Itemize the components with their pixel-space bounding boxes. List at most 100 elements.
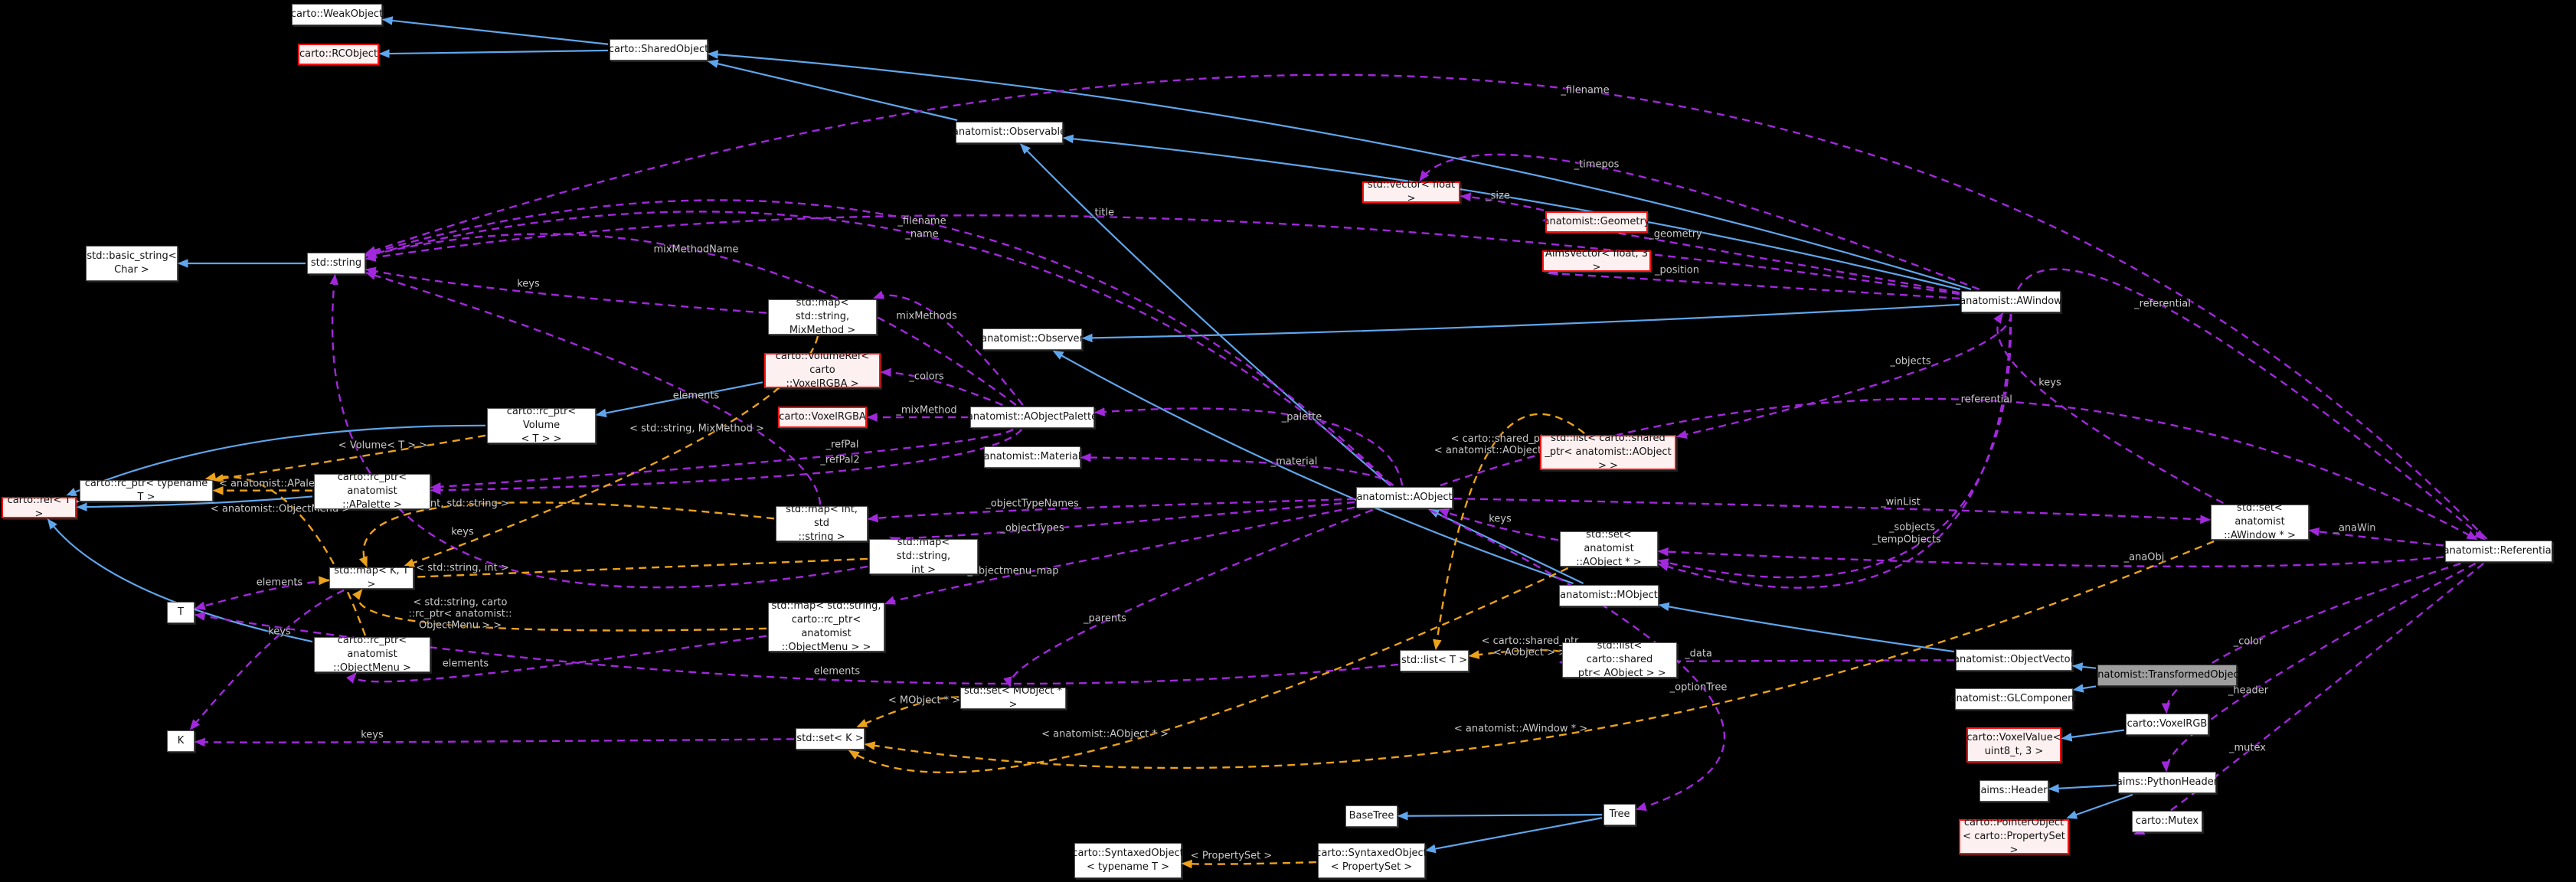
class-node-aimsvector[interactable]: AimsVector< float, 3 > [1542,248,1651,273]
edge-transformedobject-to-objectvector [2071,662,2097,671]
edge-mapintstring-to-stdstring [364,271,822,505]
edge-aobjectpalette-to-mapmix [872,290,1024,406]
edge-awindow-to-observer [1081,303,1960,343]
class-node-voxelrgba[interactable]: carto::VoxelRGBA [778,407,867,428]
edge-rcptrobjectmenu-to-rcptrt [204,472,367,636]
class-node-tnode[interactable]: T [167,602,195,623]
class-node-knode[interactable]: K [167,730,195,752]
class-node-listsharedanat[interactable]: std::list< carto::shared _ptr< anatomist… [1540,433,1676,472]
class-node-basicstring[interactable]: std::basic_string< Char > [86,246,178,281]
edge-aobjectpalette-to-rcptrapalette [430,428,1014,492]
edge-awindow-to-geometry [1541,216,1960,294]
class-node-mapintstring[interactable]: std::map< int, std ::string > [776,504,868,543]
edge-aobject-to-setmobject [1003,508,1373,688]
edge-aobject-to-setawindow [1453,498,2212,524]
edge-referential-to-voxelrgb [2161,562,2461,714]
edge-rcptrvolume-to-rcptrt [212,434,486,483]
edge-mapobjectmenu-to-mapkt [352,589,767,632]
class-node-aimsheader[interactable]: aims::Header [1979,780,2048,802]
edge-tree-to-basetree [1397,811,1603,821]
class-node-mobject[interactable]: anatomist::MObject [1559,585,1659,606]
class-node-rcptrobjectmenu[interactable]: carto::rc_ptr< anatomist ::ObjectMenu > [314,635,430,674]
class-node-volumeref[interactable]: carto::VolumeRef< carto ::VoxelRGBA > [764,351,881,390]
class-node-weakobject[interactable]: carto::WeakObject [291,4,383,25]
class-node-referential[interactable]: anatomist::Referential [2444,541,2554,562]
edge-rcptrvolume-to-refT [65,424,486,497]
class-node-glcomponent[interactable]: anatomist::GLComponent [1950,688,2077,710]
class-node-observer[interactable]: anatomist::Observer [981,328,1084,350]
edge-aobject-to-stdstring [364,199,1393,486]
class-node-pointerobject[interactable]: carto::PointerObject < carto::PropertySe… [1959,817,2069,856]
class-node-observable[interactable]: anatomist::Observable [953,122,1066,143]
class-node-aobject[interactable]: anatomist::AObject [1356,487,1453,508]
class-node-material[interactable]: anatomist::Material [984,446,1080,468]
edge-referential-to-setaobject [1657,547,2444,568]
edge-awindow-to-vectorfloat [1419,153,1980,291]
edge-aobjectpalette-to-stdstring [364,233,1017,406]
edge-aobject-to-mapstringint [889,501,1355,546]
edge-setawindow-to-setk [864,540,2215,769]
edge-voxelrgb-to-voxelvalue [2061,729,2125,742]
class-node-setaobject[interactable]: std::set< anatomist ::AObject * > [1560,529,1658,568]
class-node-voxelvalue[interactable]: carto::VoxelValue< uint8_t, 3 > [1966,727,2061,763]
edge-volumeref-to-rcptrvolume [595,381,763,418]
edge-awindow-to-aimsvector [1547,266,1960,300]
edge-aobjectpalette-to-volumeref [880,368,1003,407]
edge-referential-to-setawindow [2308,527,2444,547]
class-node-objectvector[interactable]: anatomist::ObjectVector [1953,649,2074,671]
class-node-refT[interactable]: carto::ref< T > [2,495,77,520]
edge-sharedobject-to-rcobject [378,49,609,58]
edge-setk-to-knode [194,737,795,747]
class-node-setmobject[interactable]: std::set< MObject * > [960,685,1066,710]
edge-awindow-to-listsharedanat [1675,313,2012,439]
edge-listsharedanat-to-listt [1433,413,1585,651]
class-node-syntaxedt[interactable]: carto::SyntaxedObject < typename T > [1072,843,1184,878]
class-node-aobjectpalette[interactable]: anatomist::AObjectPalette [967,407,1097,428]
class-node-vectorfloat[interactable]: std::vector< float > [1362,179,1460,204]
class-node-stdstring[interactable]: std::string [307,253,365,274]
edge-aobject-to-stdstring [364,211,1392,486]
class-node-awindow[interactable]: anatomist::AWindow [1960,291,2062,312]
class-node-transformedobject[interactable]: anatomist::TransformedObject [2091,665,2243,686]
edge-aobject-to-tree [1429,508,1726,812]
class-node-syntaxedps[interactable]: carto::SyntaxedObject < PropertySet > [1316,843,1427,878]
edge-awindow-to-referential [2016,268,2486,541]
class-node-basetree[interactable]: BaseTree [1345,805,1398,827]
edge-tree-to-syntaxedps [1424,817,1603,854]
class-node-rcptrvolume[interactable]: carto::rc_ptr< Volume < T > > [487,406,596,445]
edge-mapstringint-to-stdstring [329,273,868,589]
edge-observable-to-sharedobject [707,59,958,122]
class-node-mapobjectmenu[interactable]: std::map< std::string, carto::rc_ptr< an… [768,600,884,653]
class-node-mapmix[interactable]: std::map< std::string, MixMethod > [768,297,877,336]
edge-syntaxedps-to-syntaxedt [1181,859,1317,869]
class-node-mutex[interactable]: carto::Mutex [2132,811,2202,832]
edge-mapkt-to-knode [189,589,345,730]
edge-awindow-to-setaobject [1657,313,2012,589]
edge-setaobject-to-setk [848,567,1569,774]
class-node-mapstringint[interactable]: std::map< std::string, int > [869,537,978,576]
class-node-setk[interactable]: std::set< K > [796,728,865,750]
class-node-mapkt[interactable]: std::map< K, T > [329,565,414,590]
class-node-voxelrgb[interactable]: carto::VoxelRGB [2126,714,2208,735]
edge-aobject-to-aobjectpalette [1093,407,1404,486]
class-node-sharedobject[interactable]: carto::SharedObject [609,39,708,60]
class-node-listt[interactable]: std::list< T > [1400,650,1469,671]
class-node-rcobject[interactable]: carto::RCObject [298,44,379,65]
class-node-tree[interactable]: Tree [1603,804,1636,825]
edge-mapstringint-to-mapkt [319,557,868,586]
class-node-rcptrapalette[interactable]: carto::rc_ptr< anatomist ::APalette > [314,472,430,511]
edge-aobject-to-mapintstring [867,498,1355,523]
edge-geometry-to-vectorfloat [1460,192,1545,211]
class-node-pythonheader[interactable]: aims::PythonHeader [2117,772,2218,793]
class-node-listsharedaobject[interactable]: std::list< carto::shared _ptr< AObject >… [1562,640,1677,679]
edge-awindow-to-observable [1062,134,1961,291]
class-node-geometry[interactable]: anatomist::Geometry [1544,211,1649,233]
edge-aobject-to-observable [1019,143,1391,486]
edge-mapkt-to-tnode [194,580,329,610]
class-node-setawindow[interactable]: std::set< anatomist ::AWindow * > [2211,502,2309,541]
class-node-rcptrt[interactable]: carto::rc_ptr< typename T > [80,478,213,503]
edge-mobject-to-observer [1052,350,1574,585]
edge-awindow-to-setaobject [1657,313,2012,579]
